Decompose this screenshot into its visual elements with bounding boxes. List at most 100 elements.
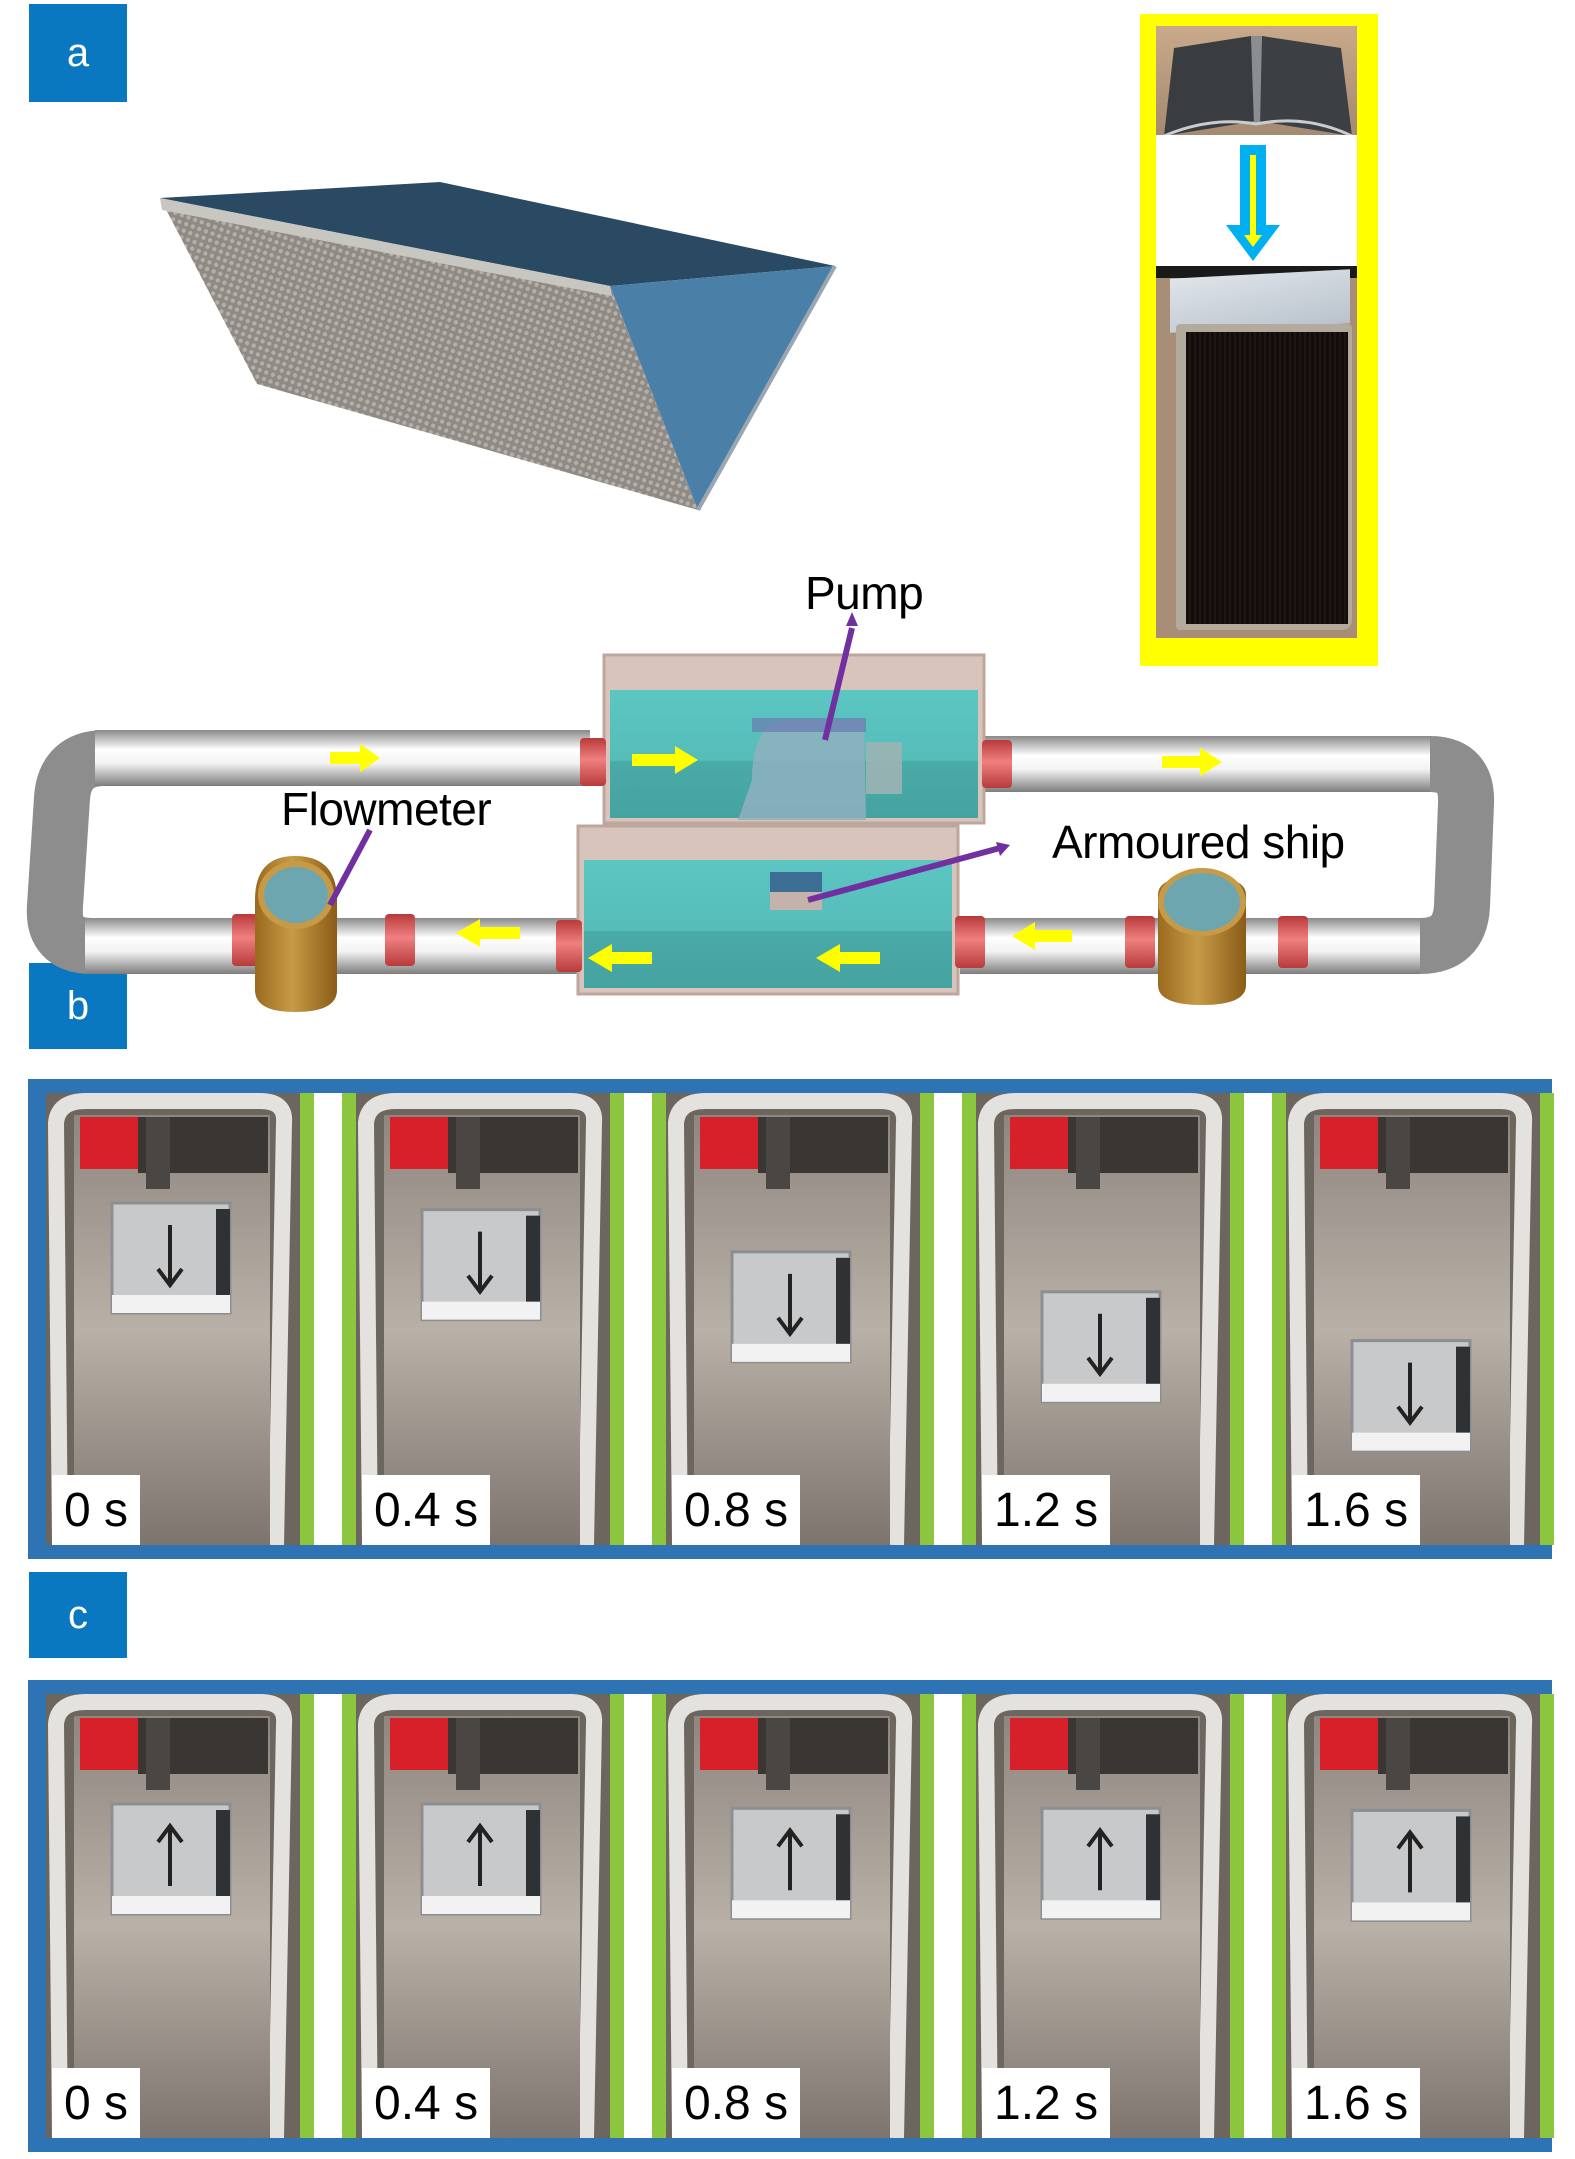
red-fixture — [390, 1117, 448, 1169]
direction-arrow-icon — [156, 1225, 184, 1289]
frame-gap — [934, 1093, 962, 1545]
callout-armoured-ship: Armoured ship — [1052, 816, 1345, 868]
frame-separator — [300, 1694, 314, 2138]
direction-arrow-icon — [776, 1826, 804, 1891]
frame-gap — [934, 1694, 962, 2138]
frame-gap — [314, 1694, 342, 2138]
time-label: 0.4 s — [362, 2068, 491, 2138]
time-label: 1.6 s — [1292, 2068, 1421, 2138]
frame-separator — [652, 1093, 666, 1545]
channel-wall — [1287, 1694, 1533, 2138]
armour-top-face — [160, 182, 835, 286]
circulation-loop-schematic — [26, 612, 1495, 1012]
flow-arrow-left-icon — [588, 944, 652, 972]
flow-arrow-left-icon — [816, 944, 880, 972]
time-label: 1.2 s — [982, 2068, 1111, 2138]
flow-arrow-left-icon — [456, 919, 520, 947]
armoured-ship-specimen — [420, 1208, 542, 1322]
panel-label-a: a — [29, 4, 127, 102]
flow-arrow-right-icon — [632, 746, 698, 774]
frame-gap — [1244, 1093, 1272, 1545]
folded-armour-photo — [1156, 26, 1357, 135]
armoured-ship-specimen — [730, 1806, 852, 1920]
direction-arrow-icon — [466, 1822, 494, 1886]
direction-arrow-icon — [156, 1822, 184, 1886]
callout-pump: Pump — [805, 567, 924, 619]
sequence-b-frame-0: 0 s — [46, 1093, 300, 1545]
panel-label-text: b — [66, 983, 90, 1028]
frame-separator — [652, 1694, 666, 2138]
deployed-armour-photo — [1156, 266, 1357, 638]
direction-arrow-icon — [466, 1231, 494, 1295]
armour-side-face — [610, 266, 835, 510]
panel-label-b: b — [29, 963, 127, 1049]
channel-wall — [1287, 1093, 1533, 1545]
channel-wall — [47, 1093, 293, 1545]
red-fixture — [1010, 1117, 1068, 1169]
sequence-c-frame-1: 0.4 s — [356, 1694, 610, 2138]
frame-separator — [300, 1093, 314, 1545]
armour-honeycomb-face — [160, 198, 698, 510]
panel-label-c: c — [29, 1572, 127, 1658]
time-label: 1.6 s — [1292, 1475, 1421, 1545]
armour-top-edge — [160, 198, 612, 296]
frame-separator — [1540, 1694, 1554, 2138]
pipe-right-loop — [960, 736, 1495, 974]
channel-wall — [47, 1694, 293, 2138]
armoured-ship-specimen — [1350, 1339, 1472, 1453]
flow-arrow-right-icon — [330, 744, 380, 772]
sequence-c-frame-4: 1.6 s — [1286, 1694, 1540, 2138]
flow-arrow-left-icon — [1012, 922, 1072, 950]
frame-separator — [342, 1093, 356, 1545]
frame-separator — [342, 1694, 356, 2138]
frame-separator — [1230, 1093, 1244, 1545]
pipe-left-loop — [26, 730, 590, 974]
folding-inset — [1140, 14, 1378, 666]
channel-wall — [357, 1694, 603, 2138]
time-label: 0 s — [52, 2068, 141, 2138]
armoured-ship-specimen — [1040, 1806, 1162, 1920]
direction-arrow-icon — [1396, 1362, 1424, 1426]
red-fixture — [80, 1117, 138, 1169]
frame-gap — [314, 1093, 342, 1545]
frame-gap — [1244, 1694, 1272, 2138]
red-fixture — [80, 1718, 138, 1770]
flowmeter-right — [1158, 868, 1246, 1005]
flow-arrow-right-icon — [1162, 748, 1222, 776]
direction-arrow-icon — [1396, 1829, 1424, 1893]
frame-separator — [610, 1694, 624, 2138]
test-tank — [576, 824, 960, 996]
direction-arrow-icon — [1086, 1826, 1114, 1891]
frame-separator — [920, 1694, 934, 2138]
channel-wall — [667, 1093, 913, 1545]
frame-separator — [1272, 1694, 1286, 2138]
transition-arrow-area — [1156, 135, 1357, 266]
panel-label-text: a — [66, 30, 90, 75]
flowmeter-left — [255, 856, 337, 1012]
pump-tank — [602, 653, 986, 825]
red-fixture — [1010, 1718, 1068, 1770]
direction-arrow-icon — [776, 1273, 804, 1338]
red-fixture — [700, 1117, 758, 1169]
frame-separator — [962, 1694, 976, 2138]
frame-separator — [610, 1093, 624, 1545]
channel-wall — [357, 1093, 603, 1545]
armoured-ship-specimen — [110, 1201, 232, 1315]
armoured-ship-specimen — [730, 1250, 852, 1364]
frame-separator — [1230, 1694, 1244, 2138]
sequence-b-frame-4: 1.6 s — [1286, 1093, 1540, 1545]
armoured-ship-specimen — [420, 1802, 542, 1916]
armour-3d-model — [160, 182, 837, 511]
red-fixture — [390, 1718, 448, 1770]
channel-wall — [977, 1694, 1223, 2138]
panel-label-text: c — [68, 1592, 88, 1637]
sequence-b-frame-1: 0.4 s — [356, 1093, 610, 1545]
frame-separator — [962, 1093, 976, 1545]
time-label: 0.8 s — [672, 1475, 801, 1545]
flow-direction-arrows — [330, 744, 1222, 972]
direction-arrow-icon — [1086, 1313, 1114, 1378]
